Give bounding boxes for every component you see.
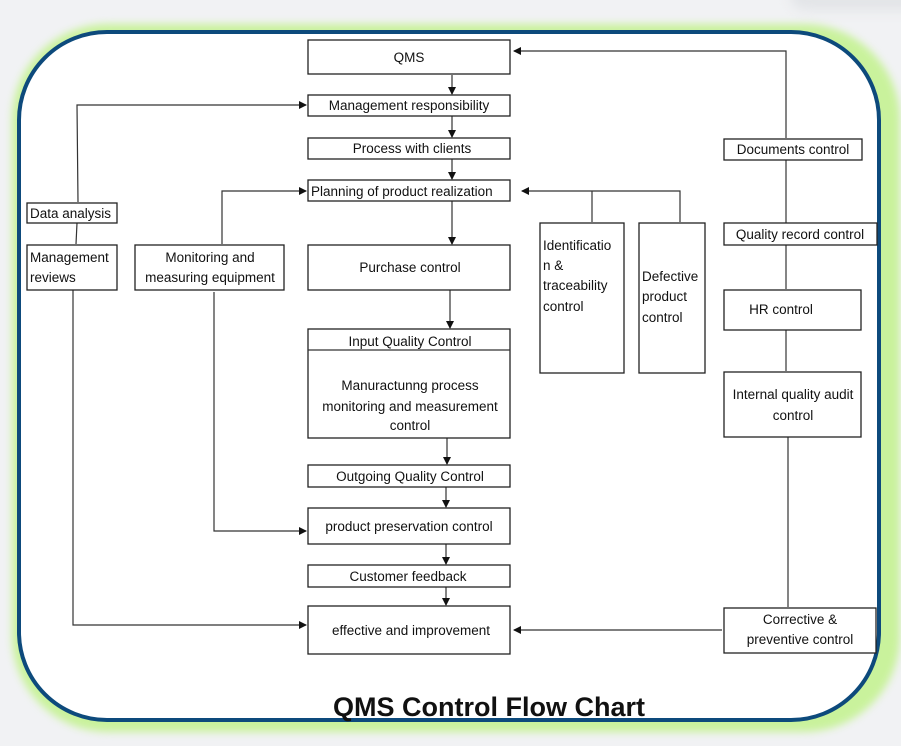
node-hr-control: HR control (723, 289, 862, 331)
node-management-reviews: Management reviews (26, 244, 118, 291)
node-label-line-3: traceability (543, 278, 608, 293)
background-shadow (790, 0, 901, 10)
node-label: Quality record control (736, 227, 864, 242)
node-label-line-1: Manuractunng process (341, 378, 479, 393)
node-documents-control: Documents control (723, 138, 863, 161)
node-label: Customer feedback (349, 569, 466, 584)
node-customer-feedback: Customer feedback (307, 564, 511, 588)
node-data-analysis: Data analysis (26, 202, 118, 224)
spine-data-analysis-reviews (75, 222, 78, 245)
node-effective-improvement: effective and improvement (307, 605, 511, 655)
node-defective-product: Defective product control (638, 222, 706, 374)
node-label: product preservation control (325, 519, 492, 534)
node-monitoring-equipment: Monitoring and measuring equipment (134, 244, 285, 291)
node-label: Documents control (737, 142, 850, 157)
node-label-line-3: control (390, 418, 431, 433)
edge-monitoring-to-preservation (213, 292, 307, 535)
node-purchase-control: Purchase control (307, 244, 511, 291)
edge-monitoring-to-planning (221, 187, 307, 244)
node-label: Management responsibility (329, 98, 490, 113)
node-label-line-4: control (543, 299, 584, 314)
node-label-line-1: Corrective & (763, 612, 837, 627)
node-label: Input Quality Control (348, 334, 471, 349)
edge-defective-to-planning (521, 187, 681, 222)
node-label: Process with clients (353, 141, 472, 156)
node-label-line-1: Monitoring and (165, 250, 254, 265)
connectors (72, 47, 789, 634)
node-identification-traceability: Identificatio n & traceability control (539, 222, 625, 374)
edge-reviews-to-effective (72, 289, 307, 629)
node-label: Data analysis (30, 206, 111, 221)
node-product-preservation: product preservation control (307, 507, 511, 545)
node-qms: QMS (307, 39, 511, 75)
node-label: Purchase control (359, 260, 460, 275)
node-label: effective and improvement (332, 623, 490, 638)
node-label-line-1: Identificatio (543, 238, 611, 253)
node-input-quality-control: Input Quality Control (307, 328, 511, 439)
node-label: Planning of product realization (311, 184, 493, 199)
node-label-line-1: Management (30, 250, 109, 265)
chart-title: QMS Control Flow Chart (333, 692, 645, 722)
edge-documents-to-qms (513, 47, 787, 138)
node-outgoing-quality-control: Outgoing Quality Control (307, 464, 511, 488)
node-management-responsibility: Management responsibility (307, 94, 511, 117)
node-label-line-2: measuring equipment (145, 270, 275, 285)
node-label-line-2: control (773, 408, 814, 423)
node-label-line-3: control (642, 310, 683, 325)
node-label-line-1: Defective (642, 269, 698, 284)
node-label: HR control (749, 302, 813, 317)
node-label-line-1: Internal quality audit (733, 387, 854, 402)
edge-data-analysis-to-mgmt-resp (76, 101, 307, 203)
node-label-line-2: preventive control (747, 632, 854, 647)
node-internal-audit: Internal quality audit control (723, 371, 862, 438)
node-corrective-preventive: Corrective & preventive control (723, 607, 877, 654)
node-label-line-2: product (642, 289, 687, 304)
node-label-line-2: n & (543, 258, 563, 273)
node-label-line-2: reviews (30, 270, 76, 285)
node-label: QMS (394, 50, 425, 65)
node-label: Outgoing Quality Control (336, 469, 484, 484)
node-quality-record-control: Quality record control (723, 222, 878, 246)
node-process-with-clients: Process with clients (307, 137, 511, 160)
node-manufacturing-process: Manuractunng process monitoring and meas… (322, 378, 498, 433)
node-planning: Planning of product realization (307, 179, 511, 202)
node-label-line-2: monitoring and measurement (322, 399, 498, 414)
